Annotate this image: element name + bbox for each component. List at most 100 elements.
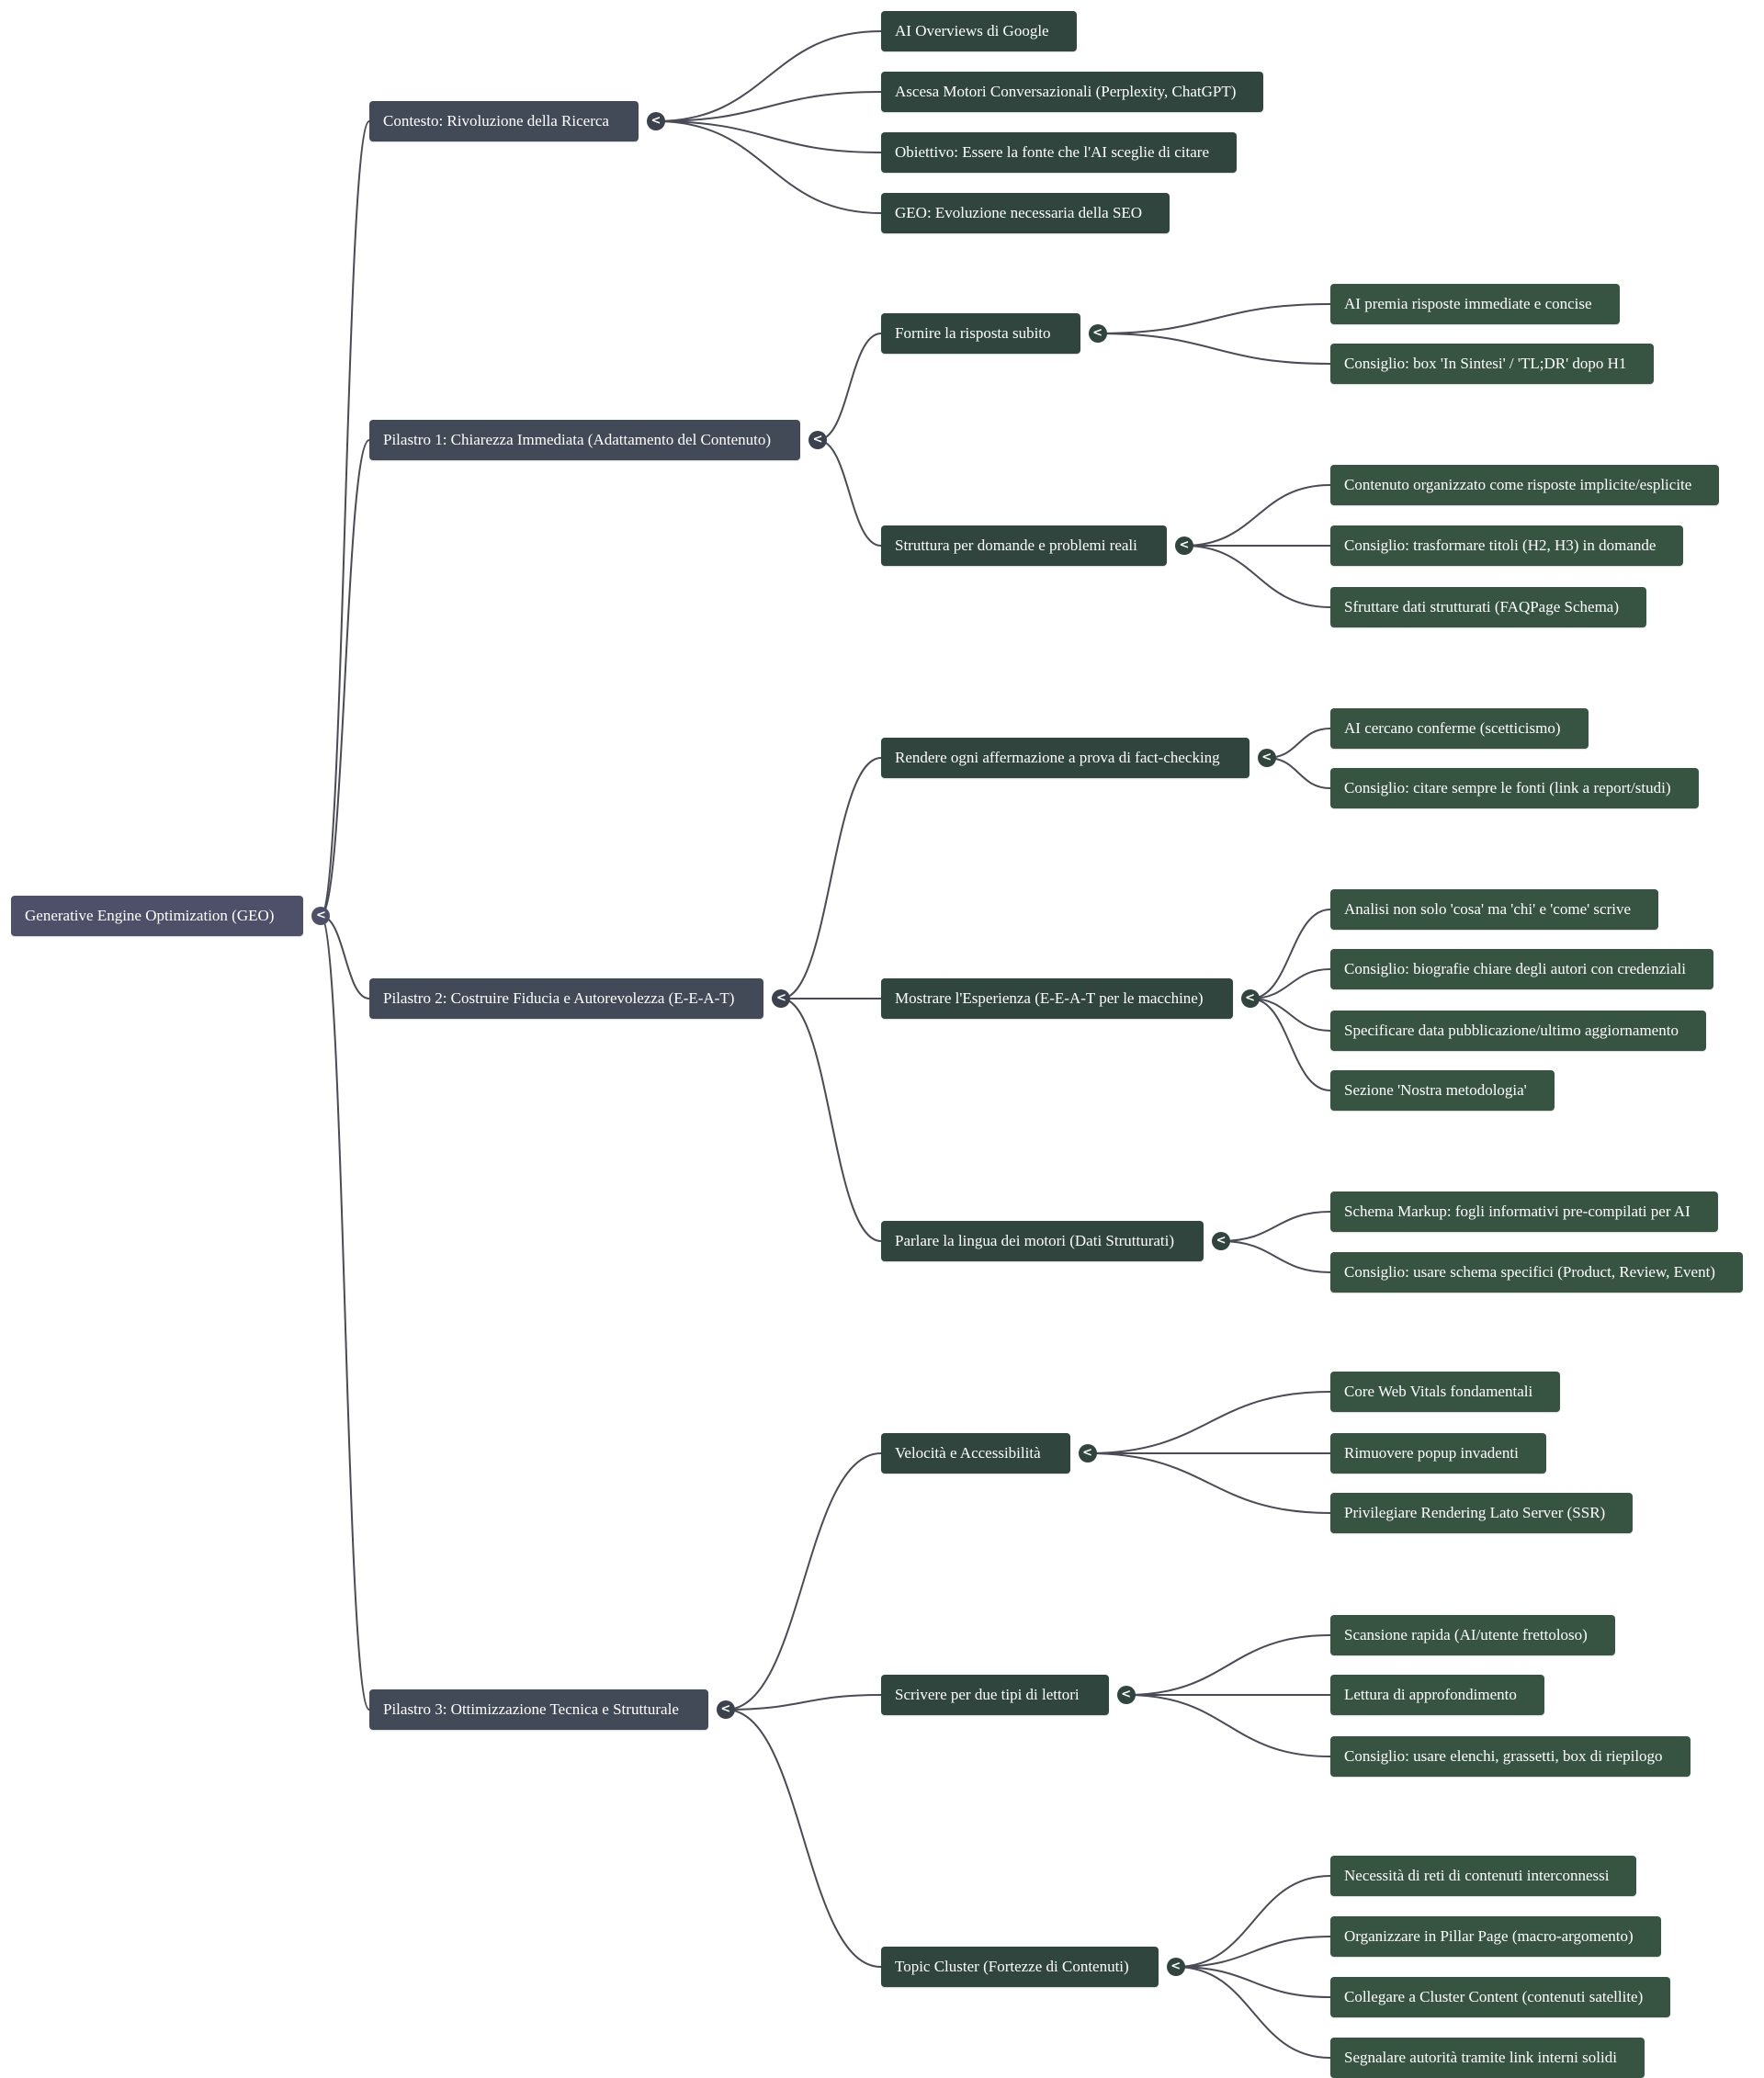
edge-connector bbox=[725, 1709, 882, 1968]
edge-connector bbox=[1087, 1452, 1331, 1514]
leaf-node[interactable]: Lettura di approfondimento bbox=[1330, 1675, 1544, 1715]
edge-connector bbox=[780, 998, 882, 1242]
subbranch-node[interactable]: Parlare la lingua dei motori (Dati Strut… bbox=[881, 1221, 1231, 1261]
leaf-node[interactable]: Core Web Vitals fondamentali bbox=[1330, 1372, 1561, 1412]
node-label: Parlare la lingua dei motori (Dati Strut… bbox=[895, 1232, 1175, 1249]
edge-connector bbox=[320, 120, 370, 917]
collapse-toggle-icon[interactable]: < bbox=[1088, 324, 1107, 343]
leaf-node[interactable]: Contenuto organizzato come risposte impl… bbox=[1330, 465, 1720, 505]
node-label: Generative Engine Optimization (GEO) bbox=[25, 907, 275, 924]
edge-connector bbox=[1220, 1211, 1331, 1242]
edge-connector bbox=[1175, 1966, 1331, 1998]
branch-node-contesto[interactable]: Contesto: Rivoluzione della Ricerca < bbox=[369, 101, 665, 141]
leaf-node[interactable]: Consiglio: box 'In Sintesi' / 'TL;DR' do… bbox=[1330, 344, 1655, 384]
leaf-node[interactable]: AI cercano conferme (scetticismo) bbox=[1330, 708, 1589, 749]
node-label: Rendere ogni affermazione a prova di fac… bbox=[895, 749, 1220, 766]
edge-connector bbox=[1266, 728, 1331, 759]
edge-connector bbox=[655, 120, 882, 153]
edge-connector bbox=[1125, 1694, 1331, 1757]
node-label: Scrivere per due tipi di lettori bbox=[895, 1686, 1080, 1703]
leaf-node[interactable]: Sezione 'Nostra metodologia' bbox=[1330, 1070, 1555, 1111]
collapse-toggle-icon[interactable]: < bbox=[1174, 536, 1193, 555]
leaf-node[interactable]: Necessità di reti di contenuti interconn… bbox=[1330, 1856, 1637, 1896]
branch-node-pilastro-3[interactable]: Pilastro 3: Ottimizzazione Tecnica e Str… bbox=[369, 1689, 735, 1730]
collapse-toggle-icon[interactable]: < bbox=[1166, 1958, 1185, 1976]
edge-connector bbox=[1183, 484, 1331, 547]
node-label: Contesto: Rivoluzione della Ricerca bbox=[383, 112, 609, 130]
leaf-node[interactable]: Organizzare in Pillar Page (macro-argome… bbox=[1330, 1916, 1661, 1957]
edge-connector bbox=[320, 439, 370, 917]
edge-connector bbox=[1266, 757, 1331, 789]
leaf-node[interactable]: Sfruttare dati strutturati (FAQPage Sche… bbox=[1330, 587, 1646, 627]
collapse-toggle-icon[interactable]: < bbox=[1078, 1444, 1097, 1463]
collapse-toggle-icon[interactable]: < bbox=[1257, 749, 1276, 767]
node-label: Topic Cluster (Fortezze di Contenuti) bbox=[895, 1958, 1129, 1975]
edge-connector bbox=[320, 915, 370, 1711]
collapse-toggle-icon[interactable]: < bbox=[1116, 1686, 1136, 1704]
subbranch-node[interactable]: Rendere ogni affermazione a prova di fac… bbox=[881, 738, 1276, 778]
leaf-node[interactable]: Consiglio: usare elenchi, grassetti, box… bbox=[1330, 1736, 1690, 1777]
leaf-node[interactable]: Rimuovere popup invadenti bbox=[1330, 1433, 1546, 1474]
edge-connector bbox=[655, 30, 882, 122]
node-label: Pilastro 3: Ottimizzazione Tecnica e Str… bbox=[383, 1700, 679, 1718]
root-node[interactable]: Generative Engine Optimization (GEO) < bbox=[11, 896, 331, 936]
subbranch-node[interactable]: Topic Cluster (Fortezze di Contenuti) < bbox=[881, 1947, 1185, 1987]
edge-connector bbox=[1250, 909, 1331, 999]
node-label: Pilastro 1: Chiarezza Immediata (Adattam… bbox=[383, 431, 772, 448]
edge-connector bbox=[1250, 998, 1331, 1032]
collapse-toggle-icon[interactable]: < bbox=[1212, 1232, 1231, 1250]
edge-connector bbox=[1220, 1240, 1331, 1273]
leaf-node[interactable]: Obiettivo: Essere la fonte che l'AI sceg… bbox=[881, 132, 1237, 173]
edge-connector bbox=[1087, 1391, 1331, 1454]
leaf-node[interactable]: AI premia risposte immediate e concise bbox=[1330, 284, 1620, 324]
node-label: Mostrare l'Esperienza (E-E-A-T per le ma… bbox=[895, 989, 1204, 1007]
edge-connector bbox=[655, 91, 882, 122]
edge-connector bbox=[725, 1452, 882, 1711]
edge-connector bbox=[817, 439, 882, 547]
collapse-toggle-icon[interactable]: < bbox=[808, 431, 828, 449]
edge-connector bbox=[817, 333, 882, 441]
edge-connector bbox=[1175, 1875, 1331, 1968]
leaf-node[interactable]: Scansione rapida (AI/utente frettoloso) bbox=[1330, 1615, 1615, 1655]
edge-connector bbox=[1175, 1936, 1331, 1968]
leaf-node[interactable]: Consiglio: biografie chiare degli autori… bbox=[1330, 949, 1713, 989]
subbranch-node[interactable]: Mostrare l'Esperienza (E-E-A-T per le ma… bbox=[881, 978, 1260, 1019]
subbranch-node[interactable]: Velocità e Accessibilità < bbox=[881, 1433, 1097, 1474]
leaf-node[interactable]: Privilegiare Rendering Lato Server (SSR) bbox=[1330, 1493, 1634, 1533]
collapse-toggle-icon[interactable]: < bbox=[716, 1700, 735, 1719]
subbranch-node[interactable]: Scrivere per due tipi di lettori < bbox=[881, 1675, 1136, 1715]
collapse-toggle-icon[interactable]: < bbox=[646, 112, 665, 130]
leaf-node[interactable]: Consiglio: citare sempre le fonti (link … bbox=[1330, 768, 1699, 808]
leaf-node[interactable]: Analisi non solo 'cosa' ma 'chi' e 'come… bbox=[1330, 889, 1659, 930]
edge-connector bbox=[1097, 303, 1331, 334]
leaf-node[interactable]: Ascesa Motori Conversazionali (Perplexit… bbox=[881, 72, 1264, 112]
leaf-node[interactable]: AI Overviews di Google bbox=[881, 11, 1077, 51]
collapse-toggle-icon[interactable]: < bbox=[311, 907, 331, 925]
edge-connector bbox=[320, 915, 370, 999]
edge-connector bbox=[1125, 1634, 1331, 1696]
leaf-node[interactable]: Specificare data pubblicazione/ultimo ag… bbox=[1330, 1011, 1706, 1051]
edge-connector bbox=[725, 1694, 882, 1711]
leaf-node[interactable]: GEO: Evoluzione necessaria della SEO bbox=[881, 193, 1170, 233]
edge-connector bbox=[1250, 998, 1331, 1091]
collapse-toggle-icon[interactable]: < bbox=[772, 989, 791, 1008]
edge-connector bbox=[1183, 545, 1331, 608]
edge-connector bbox=[780, 757, 882, 999]
subbranch-node[interactable]: Struttura per domande e problemi reali < bbox=[881, 525, 1193, 566]
branch-node-pilastro-1[interactable]: Pilastro 1: Chiarezza Immediata (Adattam… bbox=[369, 420, 828, 460]
node-label: Fornire la risposta subito bbox=[895, 324, 1051, 342]
edge-connector bbox=[655, 120, 882, 214]
leaf-node[interactable]: Consiglio: trasformare titoli (H2, H3) i… bbox=[1330, 525, 1684, 566]
leaf-node[interactable]: Schema Markup: fogli informativi pre-com… bbox=[1330, 1191, 1718, 1232]
leaf-node[interactable]: Collegare a Cluster Content (contenuti s… bbox=[1330, 1977, 1671, 2017]
node-label: Struttura per domande e problemi reali bbox=[895, 536, 1137, 554]
leaf-node[interactable]: Segnalare autorità tramite link interni … bbox=[1330, 2038, 1645, 2078]
subbranch-node[interactable]: Fornire la risposta subito < bbox=[881, 313, 1107, 354]
leaf-node[interactable]: Consiglio: usare schema specifici (Produ… bbox=[1330, 1252, 1743, 1293]
branch-node-pilastro-2[interactable]: Pilastro 2: Costruire Fiducia e Autorevo… bbox=[369, 978, 791, 1019]
node-label: Velocità e Accessibilità bbox=[895, 1444, 1041, 1462]
edge-connector bbox=[1250, 968, 1331, 999]
node-label: Pilastro 2: Costruire Fiducia e Autorevo… bbox=[383, 989, 735, 1007]
collapse-toggle-icon[interactable]: < bbox=[1240, 989, 1260, 1008]
